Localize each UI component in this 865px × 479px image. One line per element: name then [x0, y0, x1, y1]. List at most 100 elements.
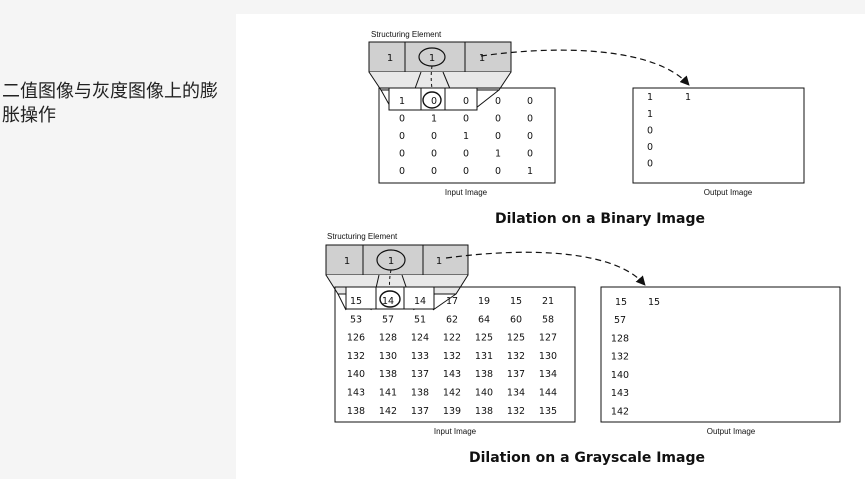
- binary-input-cell: 0: [527, 149, 533, 160]
- gray-se-cell: 1: [436, 256, 442, 267]
- binary-input-cell: 0: [495, 166, 501, 177]
- gray-se-cell: 1: [344, 256, 350, 267]
- binary-output-cell: 0: [647, 159, 653, 170]
- gray-input-cell: 142: [379, 406, 397, 417]
- gray-output-cell: 57: [614, 315, 626, 326]
- dilation-figure: Structuring Element 1 1 1: [325, 30, 841, 466]
- binary-structuring-element: [368, 41, 512, 73]
- binary-input-cell: 1: [495, 149, 501, 160]
- gray-input-cell: 19: [478, 296, 490, 307]
- binary-caption: Dilation on a Binary Image: [495, 211, 705, 227]
- gray-input-cell: 138: [475, 369, 493, 380]
- gray-input-cell: 17: [446, 296, 458, 307]
- binary-se-label: Structuring Element: [371, 30, 442, 39]
- binary-input-cell: 0: [527, 96, 533, 107]
- binary-input-cell: 1: [527, 166, 533, 177]
- gray-input-cell: 137: [507, 369, 525, 380]
- gray-input-cell: 15: [510, 296, 522, 307]
- gray-se-label: Structuring Element: [327, 232, 398, 241]
- diagram-canvas: Structuring Element 1 1 1: [236, 14, 865, 479]
- gray-input-origin-marker: [379, 290, 401, 308]
- binary-se-cell: 1: [479, 53, 485, 64]
- binary-dilation-arrow: [480, 49, 690, 86]
- gray-input-cell: 21: [542, 296, 554, 307]
- gray-input-cell: 134: [539, 369, 557, 380]
- gray-input-label: Input Image: [434, 427, 477, 436]
- gray-input-cell: 51: [414, 314, 426, 325]
- gray-output-cell: 15: [615, 297, 627, 308]
- gray-input-cell: 137: [411, 369, 429, 380]
- gray-input-cell: 125: [475, 333, 493, 344]
- gray-se-cell: 1: [388, 256, 394, 267]
- gray-input-cell: 15: [350, 296, 362, 307]
- gray-output-label: Output Image: [707, 427, 756, 436]
- gray-input-cell: 141: [379, 388, 397, 399]
- gray-input-cell: 125: [507, 333, 525, 344]
- gray-input-cell: 122: [443, 333, 461, 344]
- binary-input-cell: 0: [527, 131, 533, 142]
- gray-input-cell: 144: [539, 388, 557, 399]
- gray-input-cell: 138: [379, 369, 397, 380]
- binary-input-cell: 0: [463, 149, 469, 160]
- gray-input-cell: 14: [414, 296, 426, 307]
- gray-input-cell: 133: [411, 351, 429, 362]
- gray-output-cell: 142: [611, 407, 629, 418]
- binary-input-cell: 0: [463, 166, 469, 177]
- binary-input-cell: 1: [463, 131, 469, 142]
- binary-input-cell: 0: [431, 166, 437, 177]
- gray-input-cell: 14: [382, 296, 394, 307]
- gray-output-cell: 143: [611, 388, 629, 399]
- gray-output-cell: 15: [648, 297, 660, 308]
- binary-input-cell: 0: [399, 114, 405, 125]
- gray-input-cell: 126: [347, 333, 365, 344]
- gray-input-cell: 124: [411, 333, 429, 344]
- gray-input-cell: 130: [539, 351, 557, 362]
- binary-se-cell: 1: [387, 53, 393, 64]
- binary-input-cell: 0: [463, 114, 469, 125]
- binary-output-image: [632, 87, 805, 184]
- binary-input-cell: 1: [399, 96, 405, 107]
- gray-output-cell: 132: [611, 352, 629, 363]
- gray-output-cell: 128: [611, 333, 629, 344]
- binary-se-footprint: [388, 87, 478, 111]
- binary-input-origin-marker: [422, 91, 442, 109]
- gray-input-cell: 57: [382, 314, 394, 325]
- gray-se-footprint: [345, 286, 435, 310]
- grayscale-panel: Structuring Element 1 1 1 15 14 14 17 19 15 21…: [325, 232, 841, 466]
- binary-input-cell: 0: [495, 131, 501, 142]
- gray-structuring-element: [325, 244, 469, 276]
- gray-input-cell: 139: [443, 406, 461, 417]
- binary-input-cell: 0: [431, 131, 437, 142]
- binary-input-cell: 0: [399, 166, 405, 177]
- gray-caption: Dilation on a Grayscale Image: [469, 450, 705, 466]
- gray-input-cell: 138: [475, 406, 493, 417]
- binary-input-cell: 0: [463, 96, 469, 107]
- binary-input-cell: 0: [431, 96, 437, 107]
- gray-input-cell: 138: [347, 406, 365, 417]
- gray-output-image: [600, 286, 841, 423]
- binary-output-cell: 1: [685, 92, 691, 103]
- binary-output-cell: 0: [647, 126, 653, 137]
- binary-input-cell: 0: [399, 131, 405, 142]
- binary-input-cell: 0: [495, 96, 501, 107]
- gray-input-cell: 142: [443, 388, 461, 399]
- gray-input-cell: 143: [347, 388, 365, 399]
- gray-input-cell: 132: [347, 351, 365, 362]
- binary-output-cell: 0: [647, 142, 653, 153]
- gray-input-cell: 140: [347, 369, 365, 380]
- binary-input-cell: 0: [399, 149, 405, 160]
- gray-input-cell: 132: [507, 406, 525, 417]
- binary-input-cell: 0: [527, 114, 533, 125]
- gray-input-cell: 127: [539, 333, 557, 344]
- gray-input-cell: 131: [475, 351, 493, 362]
- gray-input-cell: 137: [411, 406, 429, 417]
- gray-input-cell: 138: [411, 388, 429, 399]
- binary-output-label: Output Image: [704, 188, 753, 197]
- side-caption: 二值图像与灰度图像上的膨胀操作: [2, 81, 218, 126]
- binary-input-cell: 1: [431, 114, 437, 125]
- gray-input-cell: 60: [510, 314, 522, 325]
